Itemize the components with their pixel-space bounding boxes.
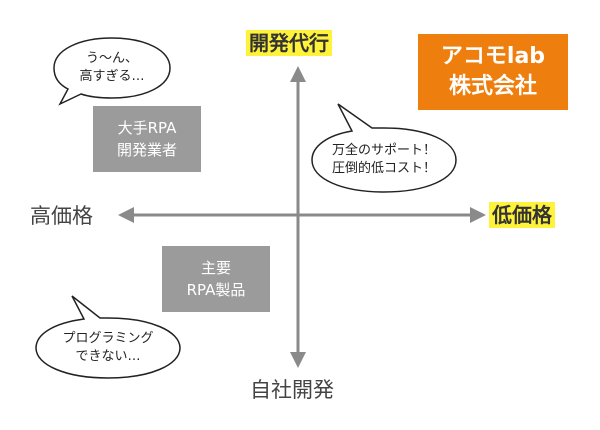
bubble-text-full-support: 万全のサポート！ 圧倒的低コスト！ [320,142,448,178]
bubble-text-no-programming: プログラミング できない… [44,330,172,366]
box-large-rpa-line-2: 開発業者 [116,141,177,159]
box-acomo-lab: アコモlab 株式会社 [418,34,568,110]
vertical-axis [290,66,306,368]
bubble-no-programming-line-2: できない… [75,349,141,364]
box-acomo-line-2: 株式会社 [448,74,537,99]
speech-bubble-too-expensive [53,37,171,106]
bubble-too-expensive-line-2: 高すぎる… [79,69,145,84]
speech-bubble-no-programming [35,295,181,379]
bubble-text-too-expensive: う〜ん、 高すぎる… [60,50,164,86]
box-large-rpa-line-1: 大手RPA [117,119,177,137]
box-acomo-line-1: アコモlab [440,44,546,69]
bubble-full-support-line-1: 万全のサポート！ [331,143,436,158]
box-rpa-products-line-2: RPA製品 [186,281,246,299]
axis-label-top: 開発代行 [246,30,332,56]
bubble-no-programming-line-1: プログラミング [62,331,154,346]
axis-label-bottom: 自社開発 [250,378,334,402]
bubble-too-expensive-line-1: う〜ん、 [85,51,138,66]
axis-label-right: 低価格 [489,202,555,228]
speech-bubble-full-support [311,103,457,193]
bubble-full-support-line-2: 圧倒的低コスト！ [331,161,436,176]
axis-label-left: 高価格 [30,204,93,228]
horizontal-axis [118,207,486,223]
box-large-rpa-developers: 大手RPA 開発業者 [93,106,201,172]
box-rpa-products-line-1: 主要 [200,259,231,277]
box-rpa-products: 主要 RPA製品 [162,246,270,312]
